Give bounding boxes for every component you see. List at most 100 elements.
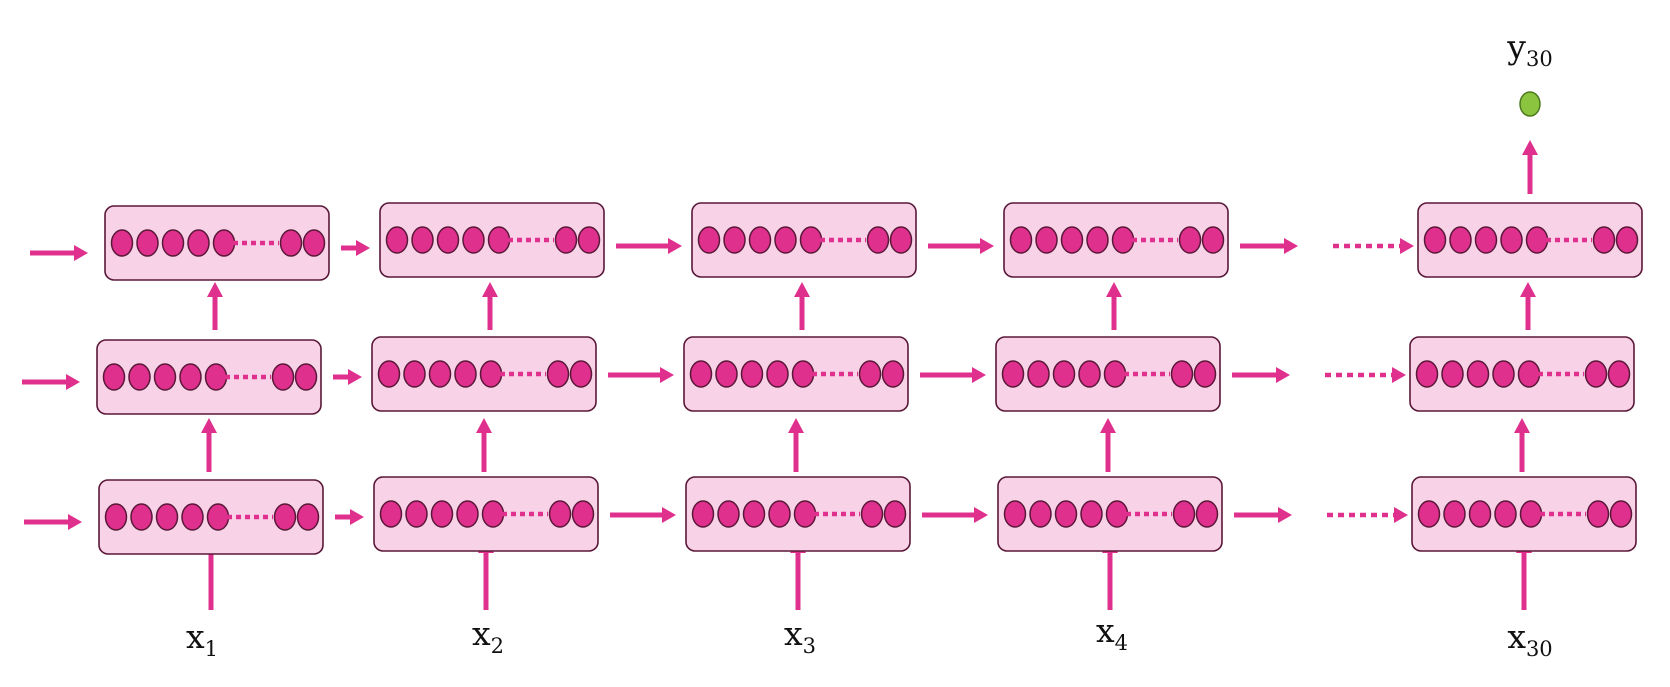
hidden-state-arrow (341, 240, 370, 256)
neuron (302, 229, 326, 257)
neuron (858, 360, 882, 388)
neuron (1525, 226, 1549, 254)
neuron (740, 360, 764, 388)
neuron (715, 360, 738, 388)
rnn-cell (1417, 202, 1643, 278)
layer-arrow (476, 418, 492, 472)
neuron (1519, 500, 1543, 528)
layer-arrow (207, 282, 223, 330)
neuron (577, 226, 601, 254)
neuron (1474, 226, 1498, 254)
neuron (1607, 360, 1631, 388)
neuron (860, 500, 884, 528)
neuron (1080, 500, 1103, 528)
neuron (379, 500, 403, 528)
neuron (377, 360, 401, 388)
rnn-cell (373, 476, 599, 552)
neuron (296, 503, 320, 531)
neuron (428, 360, 452, 388)
neuron (1415, 360, 1439, 388)
variable-labels: x1 x2 x3 x4 x30 y30 (186, 27, 1553, 661)
neuron (181, 503, 204, 531)
hidden-state-arrow (1240, 238, 1298, 254)
neuron (1003, 500, 1027, 528)
recurrent-arrows (22, 238, 1414, 530)
output-label-y30: y30 (1506, 27, 1552, 71)
neuron (1060, 226, 1084, 254)
neuron (294, 363, 318, 391)
neuron (1178, 226, 1202, 254)
initial-state-arrow (24, 514, 82, 530)
neuron (136, 229, 159, 257)
neuron (179, 363, 202, 391)
neuron (479, 360, 503, 388)
neuron (1027, 360, 1050, 388)
neuron (1111, 226, 1135, 254)
neuron (569, 360, 593, 388)
neuron (1054, 500, 1078, 528)
neuron (546, 360, 570, 388)
rnn-cell (371, 336, 597, 412)
neuron (385, 226, 409, 254)
layer-arrow (1514, 418, 1530, 472)
neuron (554, 226, 578, 254)
neuron (1170, 360, 1194, 388)
rnn-cells (96, 202, 1643, 555)
neuron (1466, 360, 1490, 388)
layer-arrow (1100, 418, 1116, 472)
neuron (1172, 500, 1196, 528)
rnn-cell (995, 336, 1221, 412)
rnn-cell (98, 479, 324, 555)
neuron (1592, 226, 1616, 254)
neuron (1035, 226, 1058, 254)
neuron (691, 500, 715, 528)
neuron (206, 503, 230, 531)
neuron (1609, 500, 1633, 528)
layer-arrow (794, 282, 810, 330)
neuron (128, 363, 151, 391)
hidden-state-arrow (335, 509, 364, 525)
neuron (456, 500, 479, 528)
neuron (1417, 500, 1441, 528)
neuron (1052, 360, 1076, 388)
neuron (279, 229, 303, 257)
neuron (104, 503, 128, 531)
neuron (766, 360, 789, 388)
neuron (1443, 500, 1466, 528)
neuron (717, 500, 740, 528)
neuron (1195, 500, 1219, 528)
neuron (273, 503, 297, 531)
neuron (1078, 360, 1101, 388)
neuron (889, 226, 913, 254)
neuron (1441, 360, 1464, 388)
neuron (487, 226, 511, 254)
rnn-cell (104, 205, 330, 281)
neuron (1103, 360, 1127, 388)
hidden-state-arrow (608, 367, 674, 383)
layer-arrow (482, 282, 498, 330)
rnn-cell (997, 476, 1223, 552)
neuron (1423, 226, 1447, 254)
layer-arrow (201, 418, 217, 472)
neuron (1001, 360, 1025, 388)
output-neuron (1519, 91, 1541, 117)
neuron (1201, 226, 1225, 254)
rnn-cell (379, 202, 605, 278)
rnn-cell (691, 202, 917, 278)
neuron (1449, 226, 1472, 254)
neuron (799, 226, 823, 254)
neuron (155, 503, 179, 531)
neuron (1193, 360, 1217, 388)
neuron (748, 226, 772, 254)
input-label-x30: x30 (1507, 617, 1552, 661)
neuron (881, 360, 905, 388)
rnn-cell (1411, 476, 1637, 552)
hidden-state-arrow (333, 369, 362, 385)
layer-arrow (1106, 282, 1122, 330)
neuron (866, 226, 890, 254)
neuron (1500, 226, 1523, 254)
neuron (436, 226, 460, 254)
neuron (697, 226, 721, 254)
neuron (1615, 226, 1639, 254)
